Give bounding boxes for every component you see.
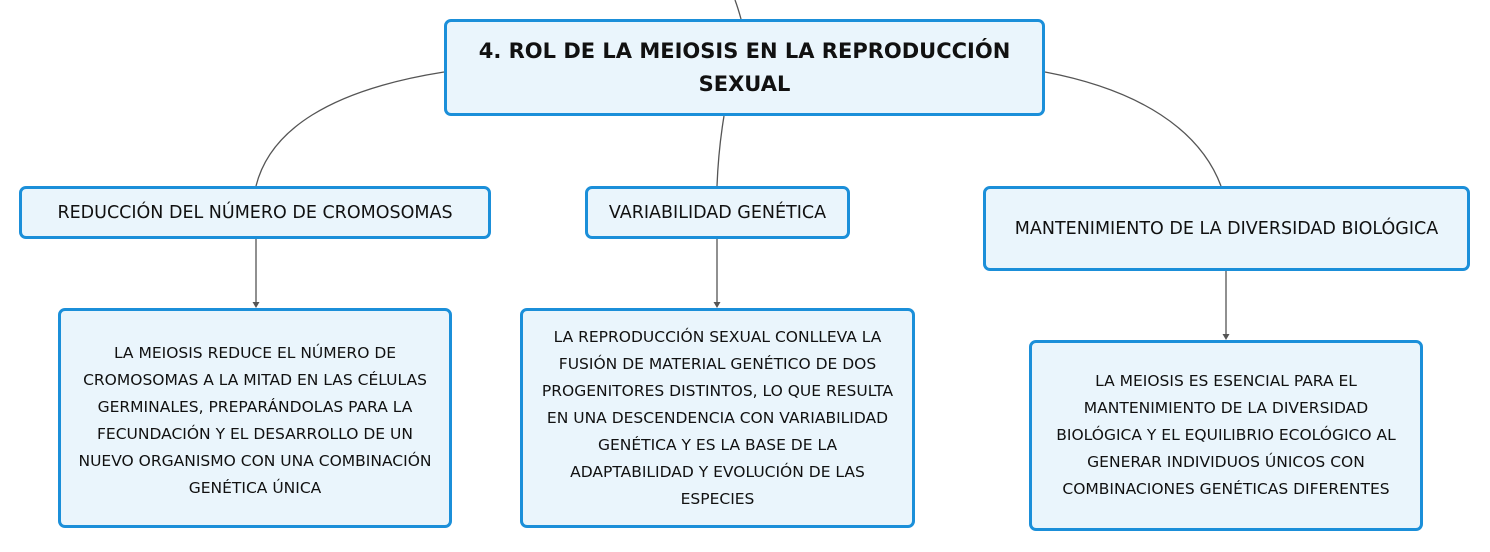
root-topic-node[interactable]: 4. ROL DE LA MEIOSIS EN LA REPRODUCCIÓN … bbox=[444, 19, 1045, 116]
topic-label: VARIABILIDAD GENÉTICA bbox=[608, 202, 827, 223]
arrowhead-variabilidad bbox=[713, 302, 721, 308]
detail-node-variabilidad[interactable]: LA REPRODUCCIÓN SEXUAL CONLLEVA LA FUSIÓ… bbox=[520, 308, 915, 528]
detail-text: LA MEIOSIS ES ESENCIAL PARA EL MANTENIMI… bbox=[1056, 372, 1396, 498]
topic-label: REDUCCIÓN DEL NÚMERO DE CROMOSOMAS bbox=[57, 202, 453, 223]
connector-root-to-reduccion bbox=[255, 71, 445, 187]
connector-parent-stub bbox=[734, 0, 742, 20]
topic-node-mantenimiento[interactable]: MANTENIMIENTO DE LA DIVERSIDAD BIOLÓGICA bbox=[983, 186, 1470, 271]
topic-node-variabilidad[interactable]: VARIABILIDAD GENÉTICA bbox=[585, 186, 850, 239]
detail-node-reduccion[interactable]: LA MEIOSIS REDUCE EL NÚMERO DE CROMOSOMA… bbox=[58, 308, 452, 528]
root-topic-title: 4. ROL DE LA MEIOSIS EN LA REPRODUCCIÓN … bbox=[478, 38, 1011, 96]
connector-root-to-variabilidad bbox=[716, 115, 725, 187]
arrowhead-reduccion bbox=[252, 302, 260, 308]
topic-node-reduccion[interactable]: REDUCCIÓN DEL NÚMERO DE CROMOSOMAS bbox=[19, 186, 491, 239]
arrowhead-mantenimiento bbox=[1222, 334, 1230, 340]
detail-text: LA MEIOSIS REDUCE EL NÚMERO DE CROMOSOMA… bbox=[78, 344, 432, 497]
topic-label: MANTENIMIENTO DE LA DIVERSIDAD BIOLÓGICA bbox=[1014, 218, 1439, 239]
detail-node-mantenimiento[interactable]: LA MEIOSIS ES ESENCIAL PARA EL MANTENIMI… bbox=[1029, 340, 1423, 531]
connector-root-to-mantenimiento bbox=[1044, 71, 1222, 187]
detail-text: LA REPRODUCCIÓN SEXUAL CONLLEVA LA FUSIÓ… bbox=[541, 327, 894, 508]
